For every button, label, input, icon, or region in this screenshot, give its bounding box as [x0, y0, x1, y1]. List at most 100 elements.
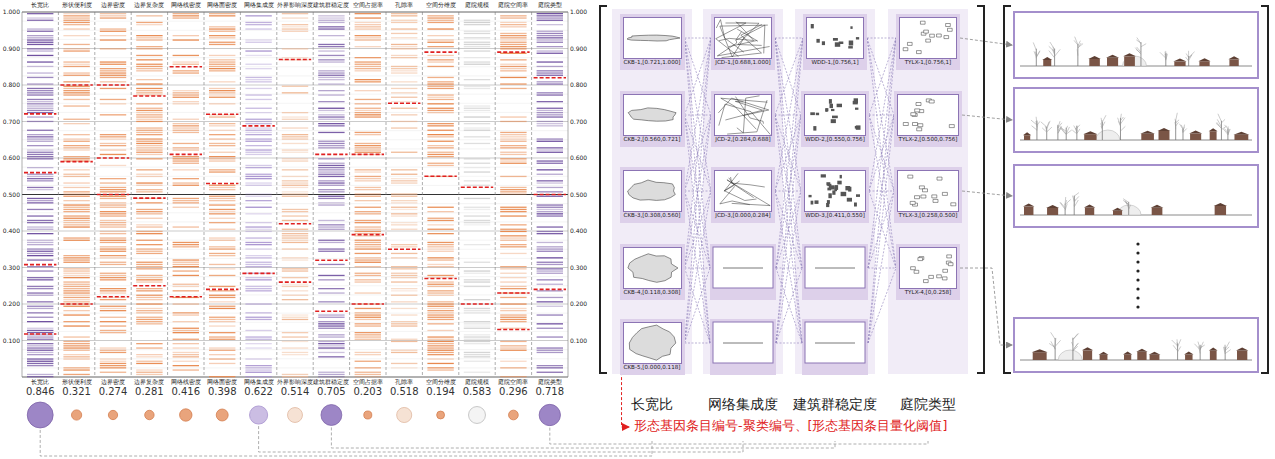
column-band — [703, 9, 783, 374]
threshold-line — [461, 303, 493, 305]
plan-outline — [628, 108, 676, 121]
house — [1085, 207, 1094, 215]
data-stripe — [427, 94, 453, 95]
data-stripe — [100, 204, 126, 205]
data-stripe — [391, 215, 417, 216]
data-stripe — [209, 275, 235, 276]
roof — [1136, 349, 1147, 352]
data-stripe — [27, 48, 53, 49]
data-stripe — [136, 110, 162, 111]
data-stripe — [136, 310, 162, 311]
weight-value: 0.203 — [350, 387, 386, 397]
data-stripe — [100, 207, 126, 208]
gene-cell: TYLX-2,[0.500,0.756] — [894, 91, 962, 147]
threshold-line — [497, 329, 529, 331]
data-stripe — [27, 295, 53, 296]
tree-trunk — [1221, 121, 1222, 140]
column-divider — [131, 12, 132, 377]
data-stripe — [318, 143, 344, 144]
tree-branch — [1172, 340, 1178, 346]
data-stripe — [427, 39, 453, 40]
cell-link — [869, 115, 894, 191]
roof — [1023, 132, 1031, 135]
data-stripe — [500, 138, 526, 139]
data-stripe — [209, 145, 235, 146]
courtyard-unit — [948, 28, 953, 31]
data-stripe — [209, 26, 235, 27]
tree-branch — [1174, 122, 1176, 126]
data-stripe — [245, 15, 271, 16]
gene-cell: TYLX-4,[0,0.258] — [896, 244, 960, 300]
data-stripe — [282, 240, 308, 241]
data-stripe — [100, 330, 126, 331]
threshold-line — [60, 303, 92, 305]
column-footer: 网络集成度 — [240, 379, 276, 385]
column-divider — [568, 12, 569, 377]
data-stripe — [464, 110, 490, 111]
data-stripe — [209, 169, 235, 170]
courtyard-unit — [920, 21, 925, 24]
data-stripe — [464, 224, 490, 225]
data-stripe — [209, 70, 235, 71]
data-stripe — [27, 253, 53, 254]
cell-code: TYLX-3,[0.258,0.500] — [898, 213, 957, 219]
data-stripe — [391, 70, 417, 71]
data-stripe — [391, 268, 417, 269]
building-block — [830, 104, 834, 108]
data-stripe — [136, 103, 162, 104]
tree-trunk — [1120, 118, 1121, 140]
building-block — [840, 175, 842, 179]
data-stripe — [427, 248, 453, 249]
weight-value: 0.416 — [168, 387, 204, 397]
data-stripe — [245, 176, 271, 177]
data-stripe — [173, 339, 199, 340]
house — [1215, 206, 1226, 215]
data-stripe — [245, 336, 271, 337]
data-stripe — [173, 127, 199, 128]
threshold-line — [170, 154, 202, 156]
data-stripe — [427, 303, 453, 304]
building-block — [856, 194, 860, 197]
data-stripe — [63, 158, 89, 159]
weight-circle — [321, 405, 342, 426]
data-stripe — [355, 211, 381, 212]
data-stripe — [209, 229, 235, 230]
data-stripe — [27, 347, 53, 348]
data-stripe — [282, 242, 308, 243]
tree-branch — [1055, 49, 1061, 56]
tree-trunk — [1175, 121, 1176, 140]
data-stripe — [245, 264, 271, 265]
building-block — [816, 113, 819, 116]
data-stripe — [209, 37, 235, 38]
data-stripe — [282, 299, 308, 300]
roof — [1236, 347, 1248, 350]
data-stripe — [500, 244, 526, 245]
data-stripe — [500, 154, 526, 155]
axis-tick: 0.400 — [570, 228, 587, 234]
data-stripe — [427, 145, 453, 146]
data-stripe — [318, 116, 344, 117]
sketch-svg — [805, 171, 865, 211]
data-stripe — [391, 178, 417, 179]
data-stripe — [173, 39, 199, 40]
data-stripe — [63, 81, 89, 82]
tree-branch — [1189, 52, 1195, 58]
data-stripe — [318, 35, 344, 36]
data-stripe — [27, 72, 53, 73]
data-stripe — [391, 37, 417, 38]
empty-frame — [713, 322, 773, 363]
data-stripe — [318, 119, 344, 120]
weight-value: 0.281 — [131, 387, 167, 397]
courtyard-unit — [929, 100, 934, 103]
street-line — [728, 29, 757, 47]
data-stripe — [500, 207, 526, 208]
data-stripe — [318, 220, 344, 221]
threshold-line — [461, 186, 493, 188]
data-stripe — [100, 372, 126, 373]
data-stripe — [500, 145, 526, 146]
house — [1024, 135, 1030, 140]
data-stripe — [209, 204, 235, 205]
data-stripe — [136, 90, 162, 91]
continuation-dot — [1136, 296, 1139, 299]
data-stripe — [209, 222, 235, 223]
